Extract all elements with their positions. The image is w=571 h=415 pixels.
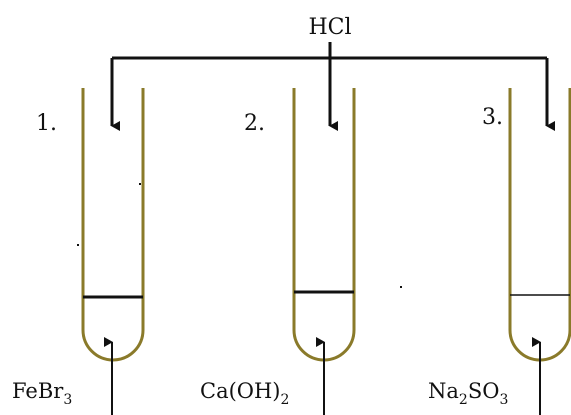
substance-formula: Ca(OH)2	[200, 379, 289, 408]
test-tube-3: 3. Na2SO3	[428, 58, 571, 415]
test-tube-1: 1. FeBr3	[12, 58, 145, 415]
tube-glass	[292, 88, 356, 362]
tube-number: 3.	[482, 105, 503, 130]
tube-glass	[508, 88, 571, 362]
substance-formula: Na2SO3	[428, 379, 508, 408]
decorative-specks	[77, 183, 402, 288]
test-tube-2: 2. Ca(OH)2	[200, 58, 356, 415]
tube-number: 1.	[36, 111, 57, 136]
tube-glass	[81, 88, 145, 362]
reagent-bracket	[112, 42, 547, 60]
reagent-label: HCl	[308, 15, 351, 40]
tube-number: 2.	[244, 111, 265, 136]
substance-formula: FeBr3	[12, 379, 72, 408]
